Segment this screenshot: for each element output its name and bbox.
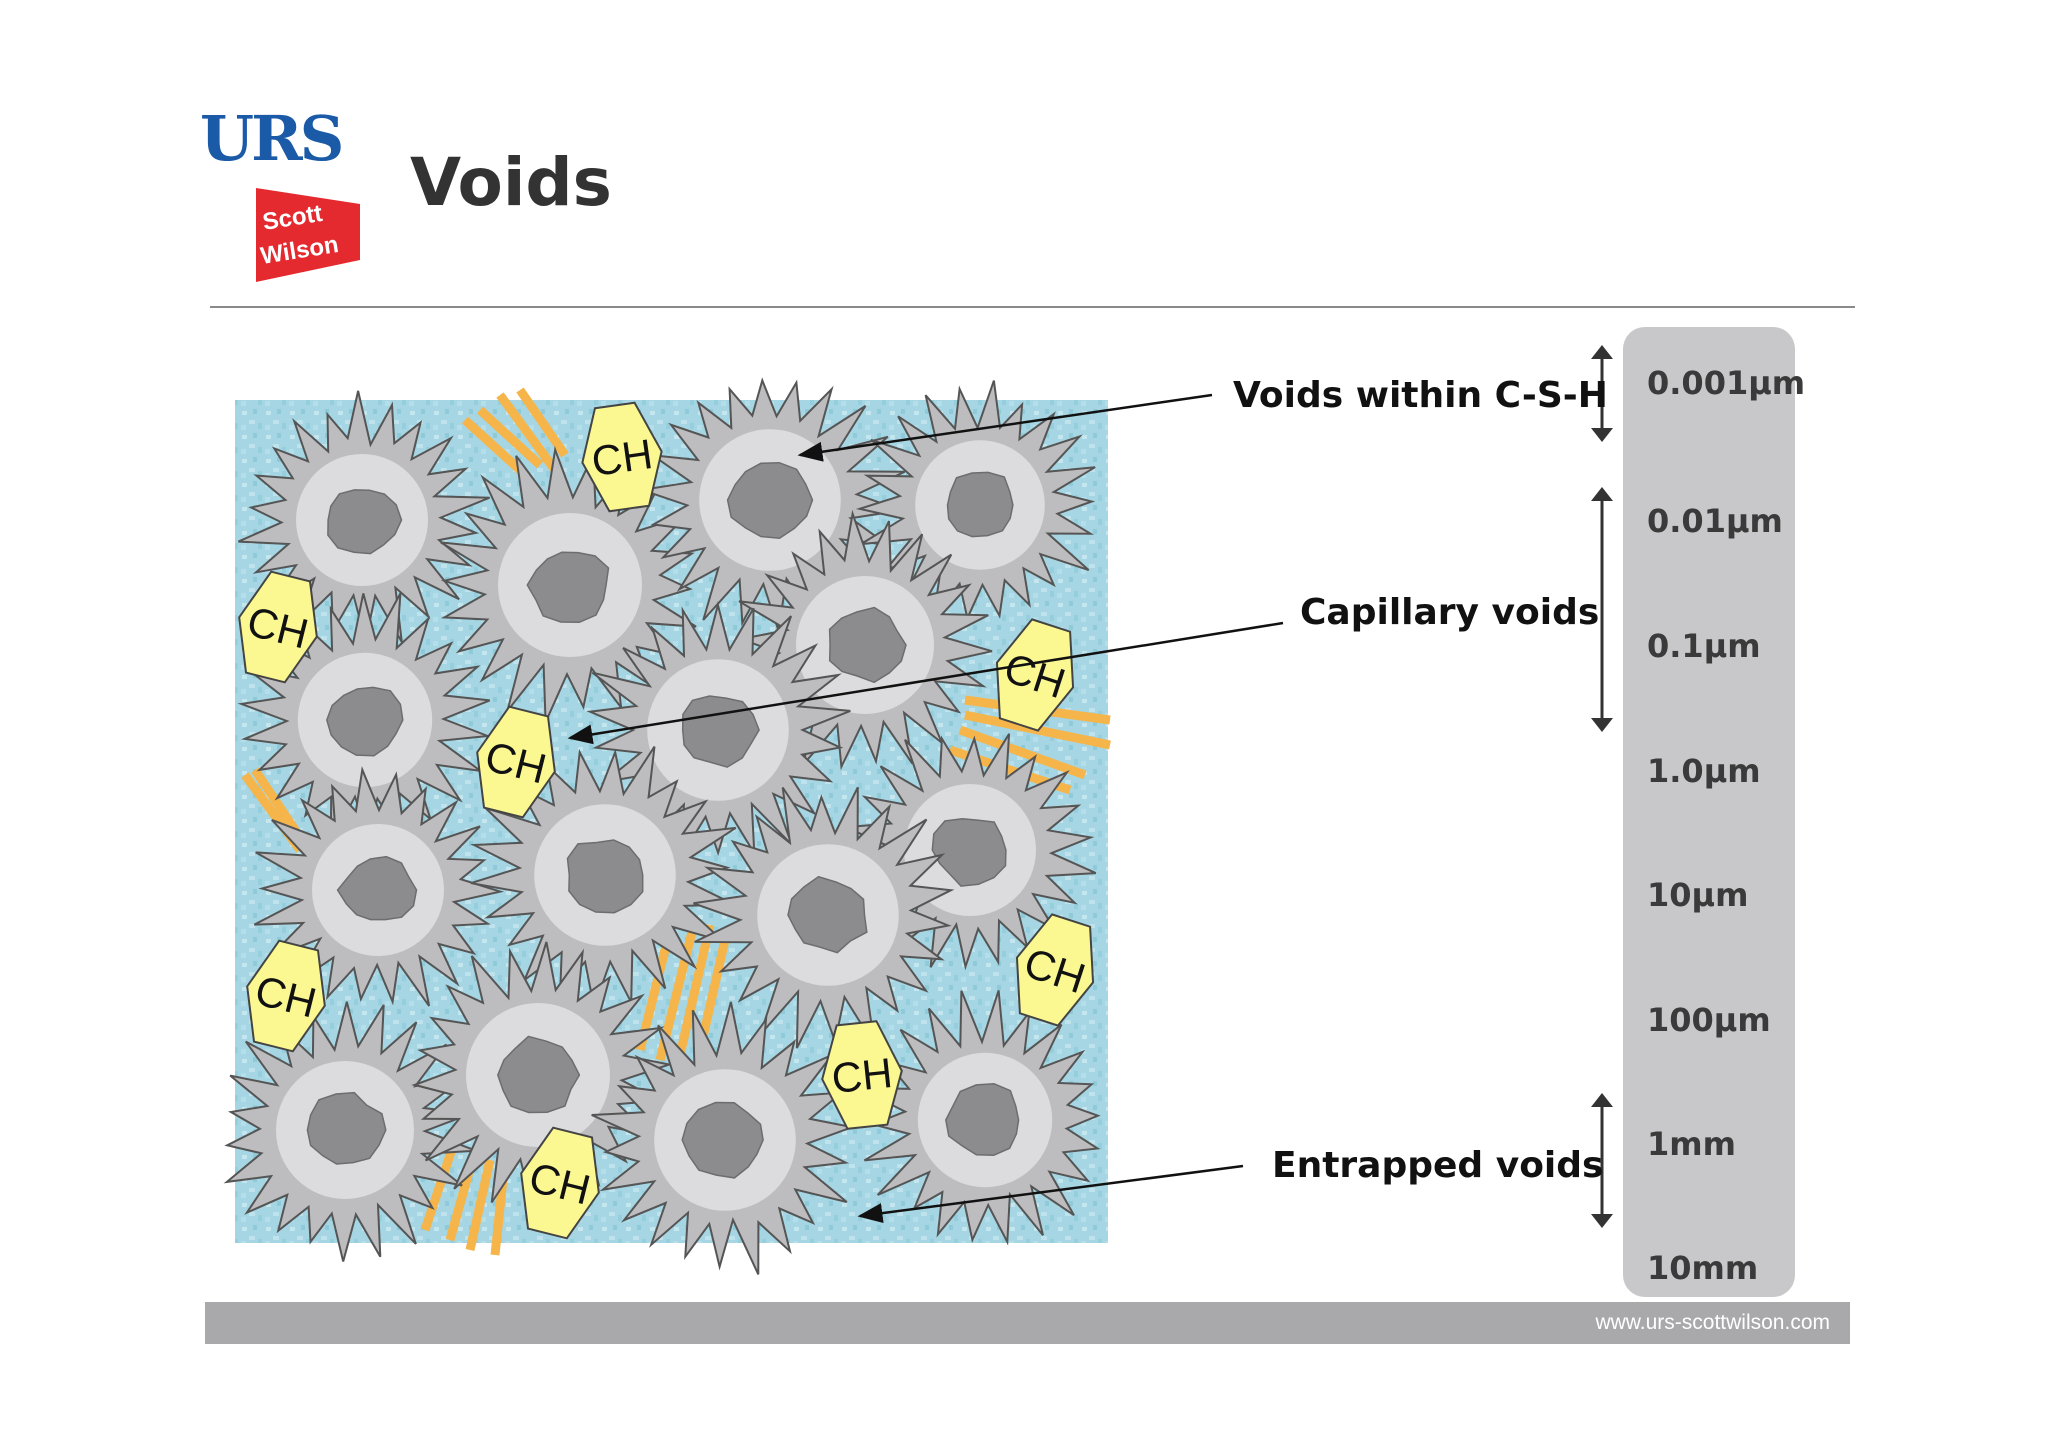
cement-grain <box>470 746 737 1012</box>
scale-label: 1.0μm <box>1647 752 1761 790</box>
ch-label: CH <box>589 430 656 485</box>
needle-crystal <box>465 1159 495 1251</box>
cement-grain <box>857 990 1101 1246</box>
scale-range-arrow <box>1591 345 1613 442</box>
footer-bar <box>205 1302 1850 1344</box>
ch-crystal: CH <box>238 570 318 684</box>
needle-crystal <box>675 923 715 1057</box>
cement-grain <box>855 380 1096 622</box>
annotation-voids-within-csh: Voids within C-S-H <box>1233 375 1608 416</box>
cement-grain <box>253 766 505 1007</box>
cement-grain <box>411 941 674 1213</box>
ch-crystal: CH <box>995 618 1075 732</box>
ch-crystal: CH <box>520 1126 600 1240</box>
urs-logo: URS <box>200 102 344 175</box>
ch-crystals: CH CH CH CH CH CH CH CH <box>238 401 1095 1240</box>
ch-crystal: CH <box>821 1020 903 1130</box>
title-divider <box>210 306 1855 308</box>
annotation-arrow <box>567 621 1284 745</box>
annotation-capillary-voids: Capillary voids <box>1300 592 1600 633</box>
ch-crystal: CH <box>1015 913 1095 1027</box>
page-title: Voids <box>410 144 612 221</box>
needle-crystal <box>496 392 559 473</box>
scale-range-arrow <box>1591 487 1613 732</box>
annotation-arrow <box>857 1164 1244 1224</box>
cement-grain <box>223 1001 477 1262</box>
scott-wilson-logo-flag <box>256 188 360 282</box>
cement-grains <box>223 377 1101 1275</box>
scale-label: 1mm <box>1647 1125 1736 1163</box>
cement-grain <box>591 1001 856 1275</box>
cement-grain <box>641 377 906 631</box>
scale-range-arrow <box>1591 1093 1613 1228</box>
annotation-arrow <box>797 393 1213 462</box>
needle-crystal <box>420 1138 460 1232</box>
scale-label: 10mm <box>1647 1249 1759 1287</box>
scale-label: 0.001μm <box>1647 364 1806 402</box>
needle-crystal <box>958 725 1087 780</box>
needle-crystal <box>476 406 544 469</box>
cement-grain <box>693 786 955 1049</box>
ch-crystal: CH <box>476 705 556 819</box>
scale-label: 10μm <box>1647 876 1749 914</box>
ch-crystal: CH <box>581 401 663 513</box>
ch-label: CH <box>829 1049 894 1102</box>
footer-url[interactable]: www.urs-scottwilson.com <box>1595 1311 1830 1334</box>
needle-crystal <box>516 387 569 458</box>
scale-label: 100μm <box>1647 1001 1771 1039</box>
pore-size-scale <box>1623 327 1795 1297</box>
scale-label: 0.1μm <box>1647 627 1761 665</box>
ch-crystal: CH <box>246 939 326 1053</box>
scale-label: 0.01μm <box>1647 502 1783 540</box>
scale-range-arrows <box>1591 345 1613 1228</box>
scott-wilson-logo: Scott Wilson <box>256 188 360 282</box>
annotation-arrows <box>567 393 1284 1224</box>
annotation-entrapped-voids: Entrapped voids <box>1272 1145 1604 1186</box>
needle-crystal <box>461 416 524 474</box>
